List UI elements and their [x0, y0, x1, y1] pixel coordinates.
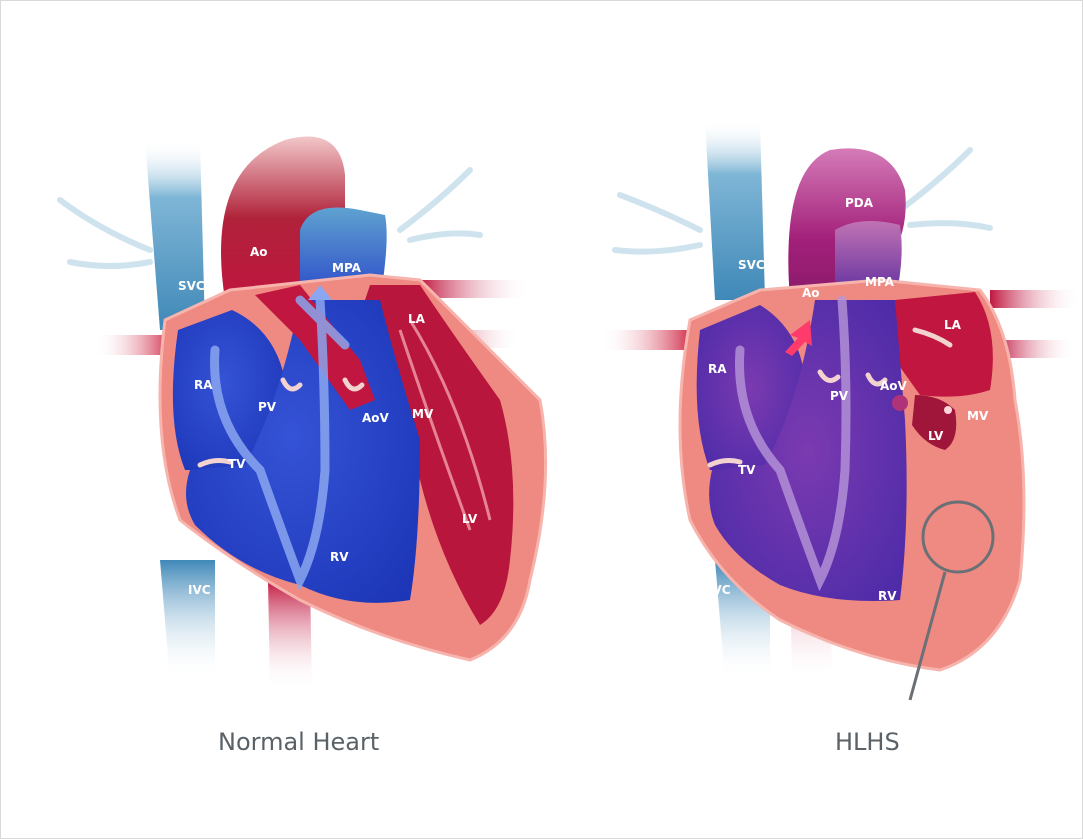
hlhs-label-pv: PV	[830, 389, 849, 403]
hlhs-label-mpa: MPA	[865, 275, 895, 289]
hlhs-label-pda: PDA	[845, 196, 874, 210]
normal-label-tv: TV	[228, 457, 246, 471]
hlhs-aov-blob	[892, 395, 908, 411]
hlhs-label-mv: MV	[967, 409, 989, 423]
hlhs-right-vessel-1	[990, 290, 1080, 308]
normal-label-svc: SVC	[178, 279, 205, 293]
hlhs-label-ra: RA	[708, 362, 727, 376]
hlhs-label-tv: TV	[738, 463, 756, 477]
normal-heart-illustration: SVC Ao MPA LA RA PV AoV MV TV LV RV IVC	[60, 137, 546, 690]
hlhs-label-la: LA	[944, 318, 962, 332]
hlhs-left-vessel	[600, 330, 690, 350]
hlhs-label-svc: SVC	[738, 258, 765, 272]
normal-left-vessel	[95, 335, 170, 355]
normal-label-mpa: MPA	[332, 261, 362, 275]
hlhs-label-aov: AoV	[880, 379, 908, 393]
normal-label-aov: AoV	[362, 411, 390, 425]
normal-ivc-vessel	[160, 560, 215, 680]
normal-svc-vessel	[145, 140, 205, 330]
hlhs-label-ao: Ao	[802, 286, 820, 300]
normal-label-ra: RA	[194, 378, 213, 392]
hlhs-svc-vessel	[705, 120, 765, 300]
hlhs-heart-illustration: PDA SVC Ao MPA LA RA PV AoV MV LV TV RV …	[600, 120, 1080, 700]
normal-label-rv: RV	[330, 550, 349, 564]
normal-label-ao: Ao	[250, 245, 268, 259]
normal-label-ivc: IVC	[188, 583, 211, 597]
hlhs-label-lv: LV	[928, 429, 944, 443]
normal-label-la: LA	[408, 312, 426, 326]
hlhs-mv-dot	[944, 406, 952, 414]
normal-label-lv: LV	[462, 512, 478, 526]
hlhs-label-ivc: IVC	[708, 583, 731, 597]
normal-label-mv: MV	[412, 407, 434, 421]
hlhs-label-rv: RV	[878, 589, 897, 603]
hlhs-caption: HLHS	[835, 728, 900, 756]
normal-heart-caption: Normal Heart	[218, 728, 379, 756]
normal-label-pv: PV	[258, 400, 277, 414]
